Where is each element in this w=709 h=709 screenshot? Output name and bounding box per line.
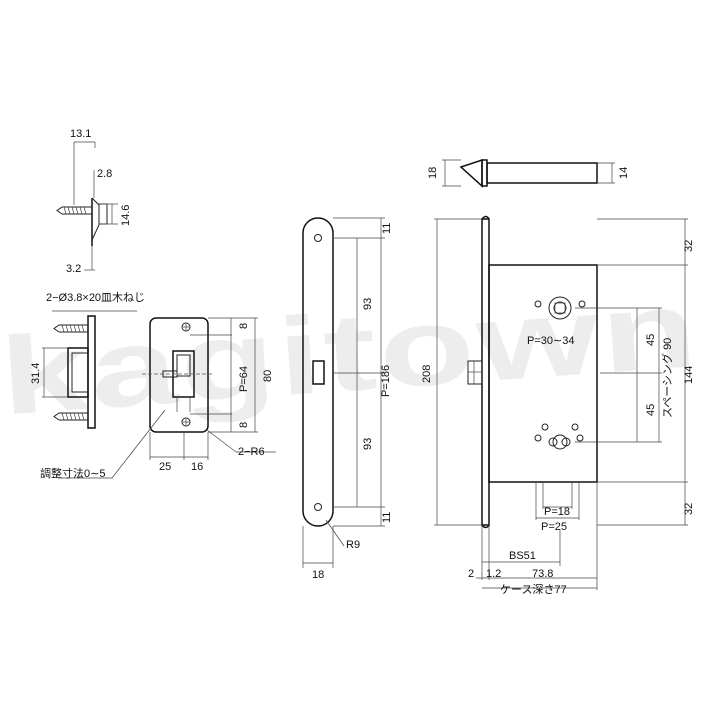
- dim-11-top: 11: [381, 223, 393, 234]
- dim-14-6: 14.6: [120, 205, 132, 226]
- spacing-90: スペーシング 90: [660, 338, 674, 418]
- dim-31-4: 31.4: [30, 363, 42, 384]
- case-depth: ケース深さ77: [500, 583, 567, 596]
- dim-14-latch: 14: [618, 167, 630, 179]
- dim-73-8: 73.8: [532, 568, 553, 580]
- dim-16: 16: [191, 461, 203, 473]
- dim-13-1: 13.1: [70, 128, 91, 140]
- dim-p186: P=186: [380, 365, 392, 397]
- dim-p64: P=64: [238, 366, 250, 392]
- dim-r9: R9: [346, 539, 360, 551]
- dim-93-bottom: 93: [362, 438, 374, 450]
- p-30-34: P=30∼34: [527, 335, 574, 347]
- dim-8-top: 8: [238, 323, 250, 329]
- dim-2-8: 2.8: [97, 168, 112, 180]
- dim-8-bottom: 8: [238, 422, 250, 428]
- dim-25: 25: [159, 461, 171, 473]
- dim-2-r6: 2−R6: [238, 446, 265, 458]
- p-18: P=18: [544, 506, 570, 518]
- lock-body-view: P=30∼34 208 32 144 32 45 スペーシング 90 45: [421, 215, 695, 596]
- dim-208: 208: [421, 365, 433, 383]
- dim-18-face: 18: [312, 569, 324, 581]
- faceplate-view: 11 93 P=186 93 11 R9 18: [302, 217, 393, 581]
- screw-note: 2−Ø3.8×20皿木ねじ: [46, 291, 145, 304]
- strike-section: 2−Ø3.8×20皿木ねじ 31.4 8 P=64 80: [30, 291, 276, 480]
- latch-bolt-view: 18 14: [427, 158, 630, 188]
- strike-side-view: 13.1 2.8 14.6 3.2: [56, 128, 132, 275]
- dim-32-top: 32: [683, 240, 695, 252]
- dim-2: 2: [468, 568, 474, 580]
- bs-51: BS51: [509, 550, 536, 562]
- dim-3-2: 3.2: [66, 263, 81, 275]
- dim-45-top: 45: [645, 334, 657, 346]
- dim-93-top: 93: [362, 298, 374, 310]
- adjust-note: 調整寸法0∼5: [40, 466, 105, 480]
- dim-80: 80: [262, 370, 274, 382]
- dim-1-2: 1.2: [486, 568, 501, 580]
- dim-11-bottom: 11: [381, 512, 393, 523]
- dim-32-bottom: 32: [683, 503, 695, 515]
- dim-45-bottom: 45: [645, 404, 657, 416]
- p-25: P=25: [541, 521, 567, 533]
- dim-144: 144: [683, 366, 695, 384]
- dim-18-latch: 18: [427, 167, 439, 179]
